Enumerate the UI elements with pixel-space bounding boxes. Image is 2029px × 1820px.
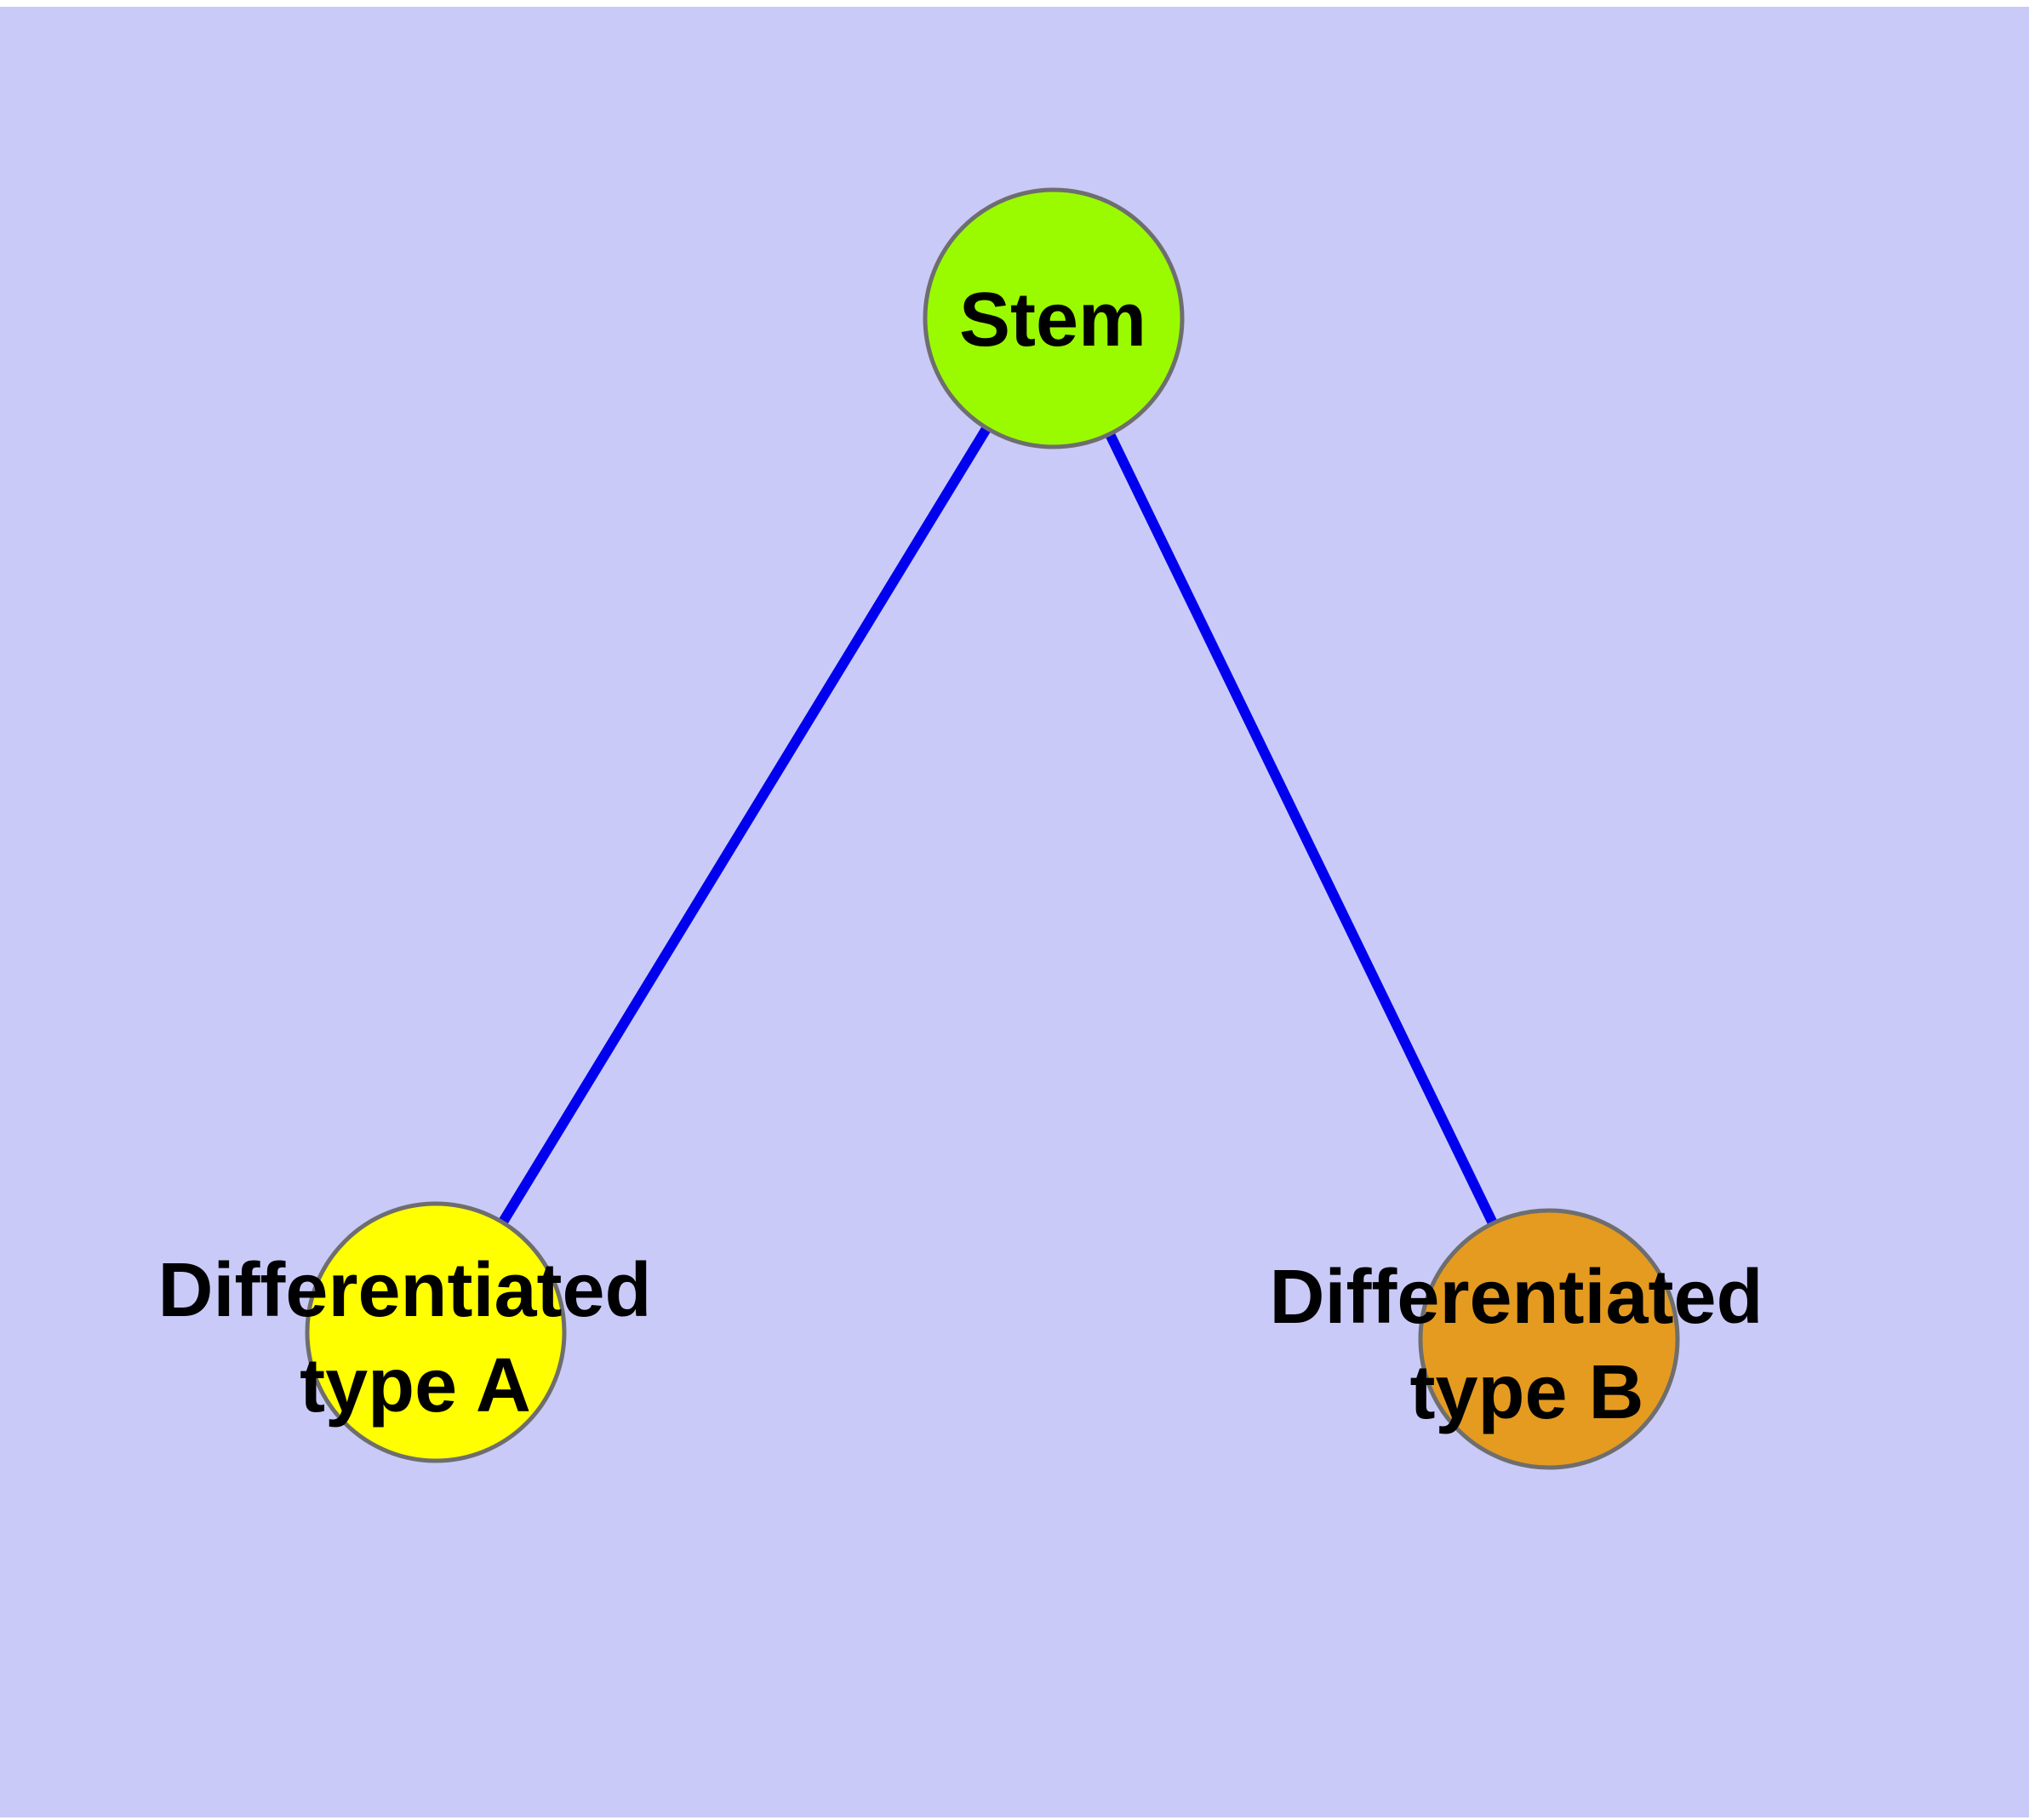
node-type-b-label: Differentiated type B bbox=[1269, 1255, 1784, 1435]
edge-stem-to-type-a bbox=[431, 315, 1059, 1336]
node-differentiated-type-a bbox=[305, 1201, 567, 1463]
node-type-a-label: Differentiated type A bbox=[157, 1248, 672, 1428]
node-type-a-label-line2: type A bbox=[300, 1343, 531, 1428]
node-type-a-label-line1: Differentiated bbox=[157, 1248, 651, 1333]
node-type-b-label-line2: type B bbox=[1409, 1350, 1643, 1435]
node-stem-label: Stem bbox=[959, 278, 1146, 363]
node-type-b-label-line1: Differentiated bbox=[1269, 1255, 1763, 1340]
edge-stem-to-type-b bbox=[1049, 316, 1554, 1342]
node-stem bbox=[923, 187, 1185, 449]
node-differentiated-type-b bbox=[1418, 1208, 1680, 1470]
